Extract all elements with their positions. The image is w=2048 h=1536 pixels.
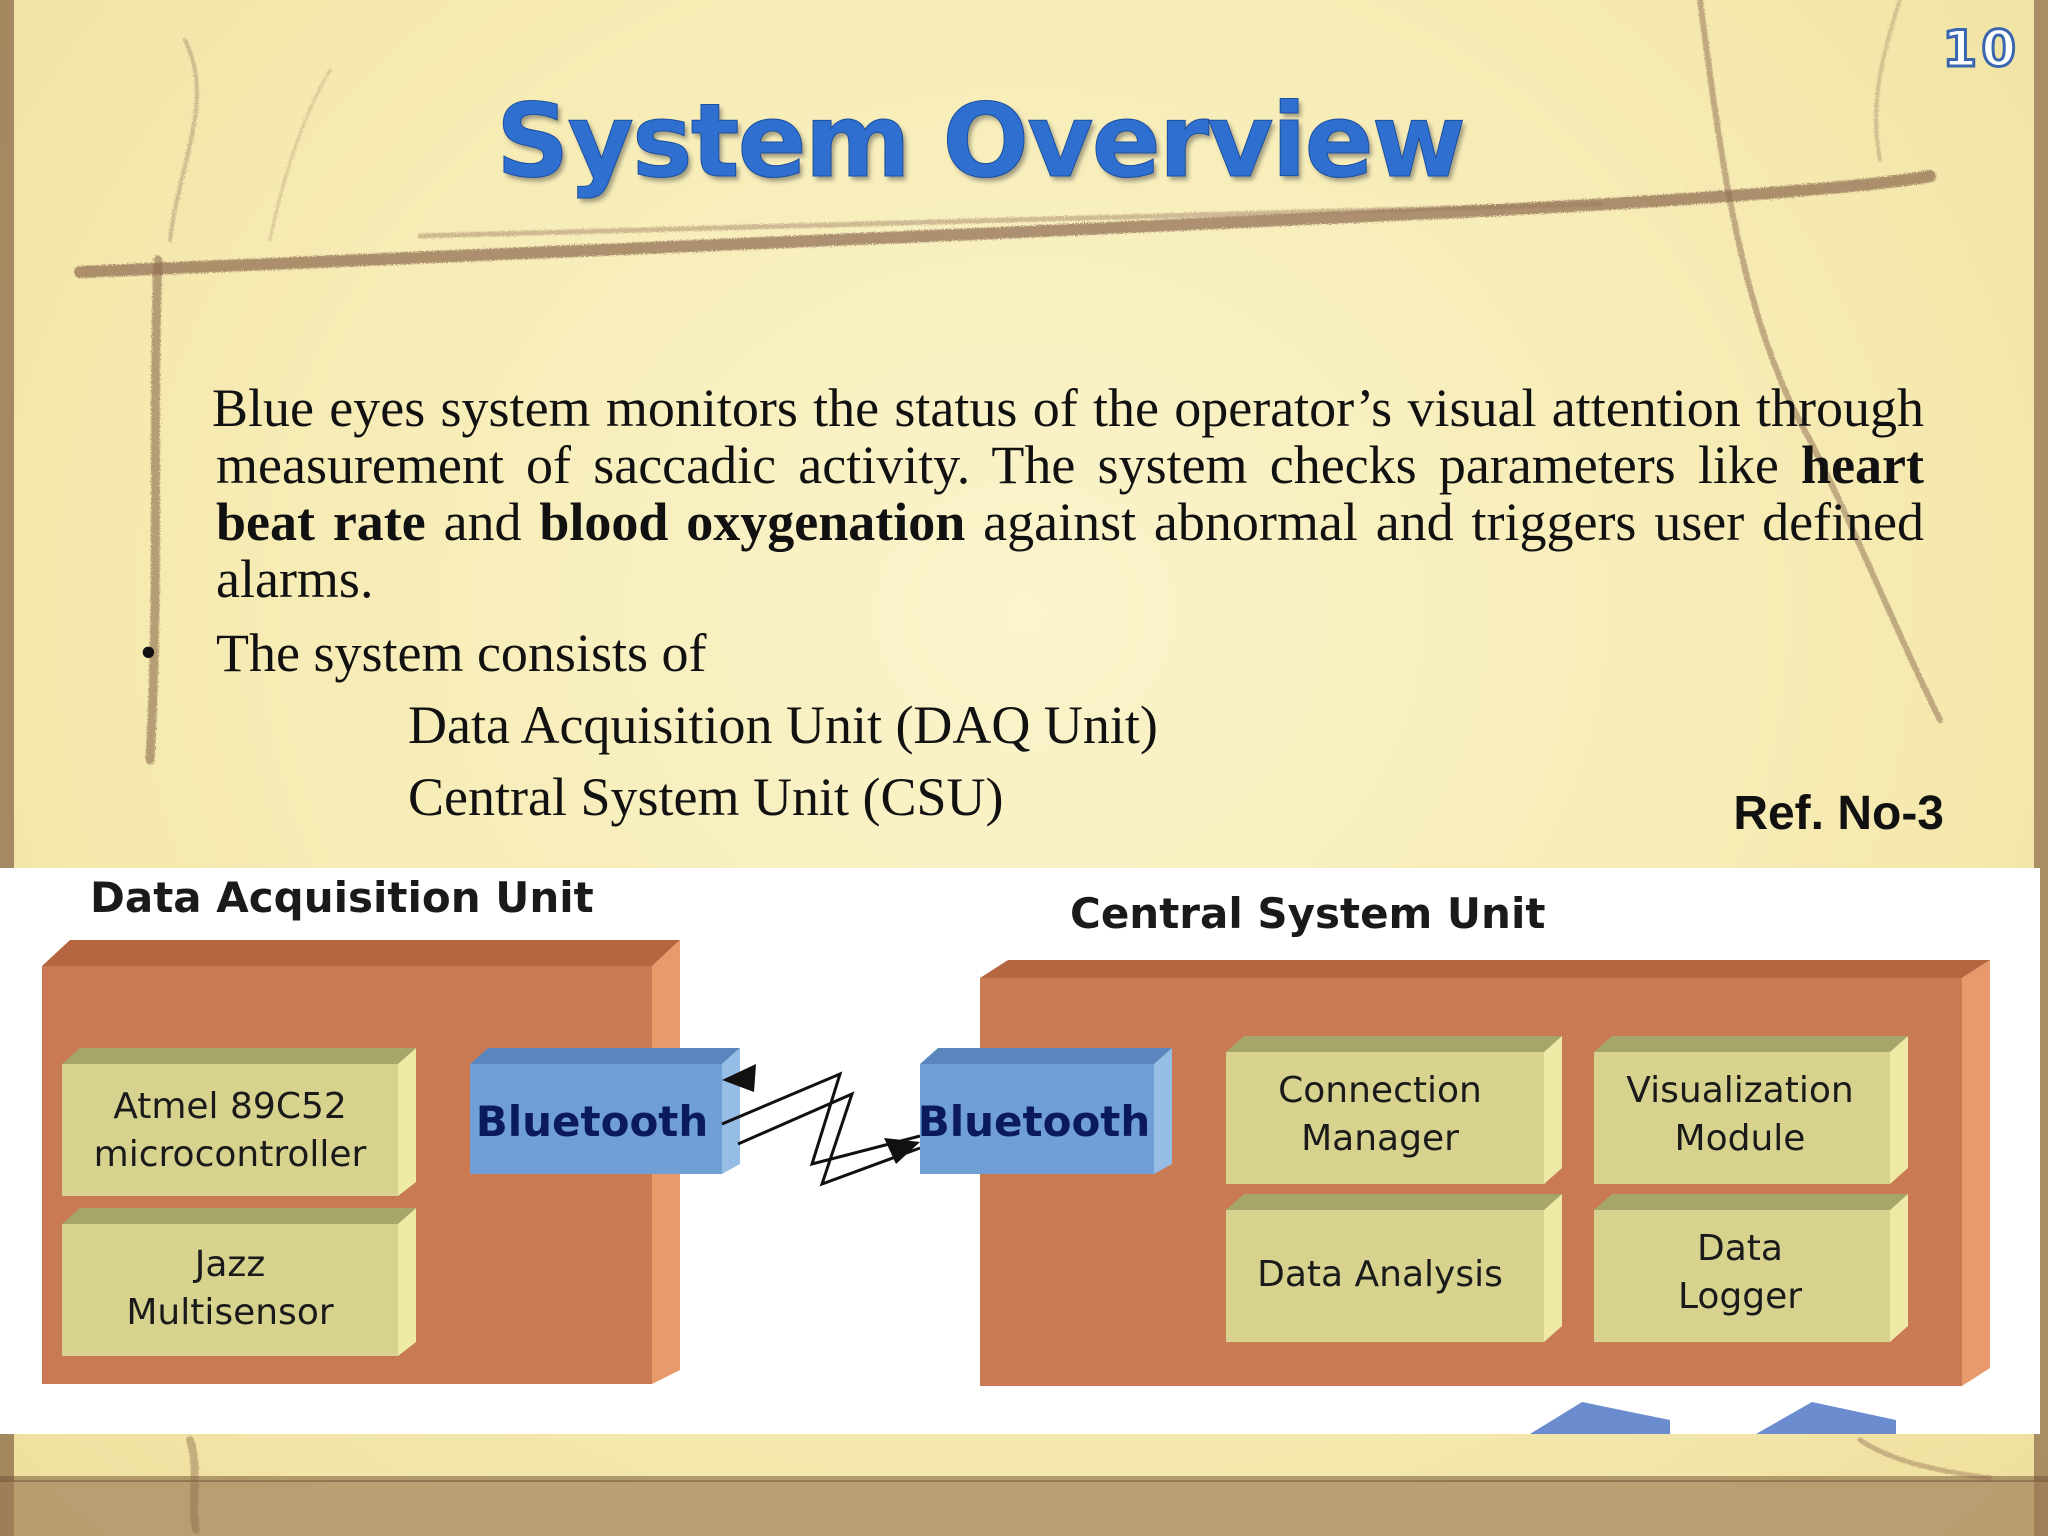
system-diagram: Data Acquisition Unit Central System Uni…: [0, 868, 2040, 1434]
sub-item-daq: Data Acquisition Unit (DAQ Unit): [408, 695, 1158, 755]
svg-text:Visualization: Visualization: [1626, 1070, 1853, 1111]
daq-unit-title: Data Acquisition Unit: [90, 873, 594, 922]
svg-text:Logger: Logger: [1678, 1276, 1802, 1317]
up-arrow-icon-2: [1756, 1402, 1896, 1434]
svg-text:Jazz: Jazz: [193, 1244, 265, 1285]
svg-text:Data Analysis: Data Analysis: [1257, 1254, 1503, 1295]
slide-title: System Overview: [496, 82, 1467, 202]
csu-unit-title: Central System Unit: [1070, 889, 1545, 938]
module-visualization: Visualization Module: [1594, 1036, 1908, 1184]
highlight-heart-beat: heart beat rate: [216, 435, 1924, 552]
module-data-analysis: Data Analysis: [1226, 1194, 1562, 1342]
svg-text:Bluetooth: Bluetooth: [918, 1097, 1151, 1146]
module-atmel: Atmel 89C52 microcontroller: [62, 1048, 416, 1196]
svg-text:Atmel 89C52: Atmel 89C52: [113, 1086, 347, 1127]
description-paragraph: Blue eyes system monitors the status of …: [212, 378, 1925, 609]
bullet-item: The system consists of: [216, 623, 707, 683]
svg-text:Connection: Connection: [1278, 1070, 1482, 1111]
svg-text:microcontroller: microcontroller: [94, 1134, 367, 1175]
daq-bluetooth-module: Bluetooth: [470, 1048, 740, 1174]
svg-text:Module: Module: [1675, 1118, 1806, 1159]
up-arrow-icon: [1530, 1402, 1670, 1434]
bottom-border: [0, 1480, 2048, 1536]
brush-strokes: [74, 0, 1993, 1534]
svg-text:Data: Data: [1697, 1228, 1783, 1269]
highlight-blood-oxygenation: blood oxygenation: [539, 492, 966, 552]
svg-text:Bluetooth: Bluetooth: [476, 1097, 709, 1146]
system-diagram-svg: Data Acquisition Unit Central System Uni…: [42, 873, 1990, 1434]
sub-item-csu: Central System Unit (CSU): [408, 767, 1004, 827]
csu-bluetooth-module: Bluetooth: [918, 1048, 1172, 1174]
svg-text:Multisensor: Multisensor: [126, 1292, 333, 1333]
module-data-logger: Data Logger: [1594, 1194, 1908, 1342]
reference-label: Ref. No-3: [1733, 787, 1944, 840]
wireless-link-icon: [721, 1064, 921, 1187]
slide-number: 10: [1941, 19, 2020, 80]
module-connection-manager: Connection Manager: [1226, 1036, 1562, 1184]
module-jazz-multisensor: Jazz Multisensor: [62, 1208, 416, 1356]
svg-text:Manager: Manager: [1301, 1118, 1459, 1159]
bullet-marker: •: [140, 626, 157, 679]
